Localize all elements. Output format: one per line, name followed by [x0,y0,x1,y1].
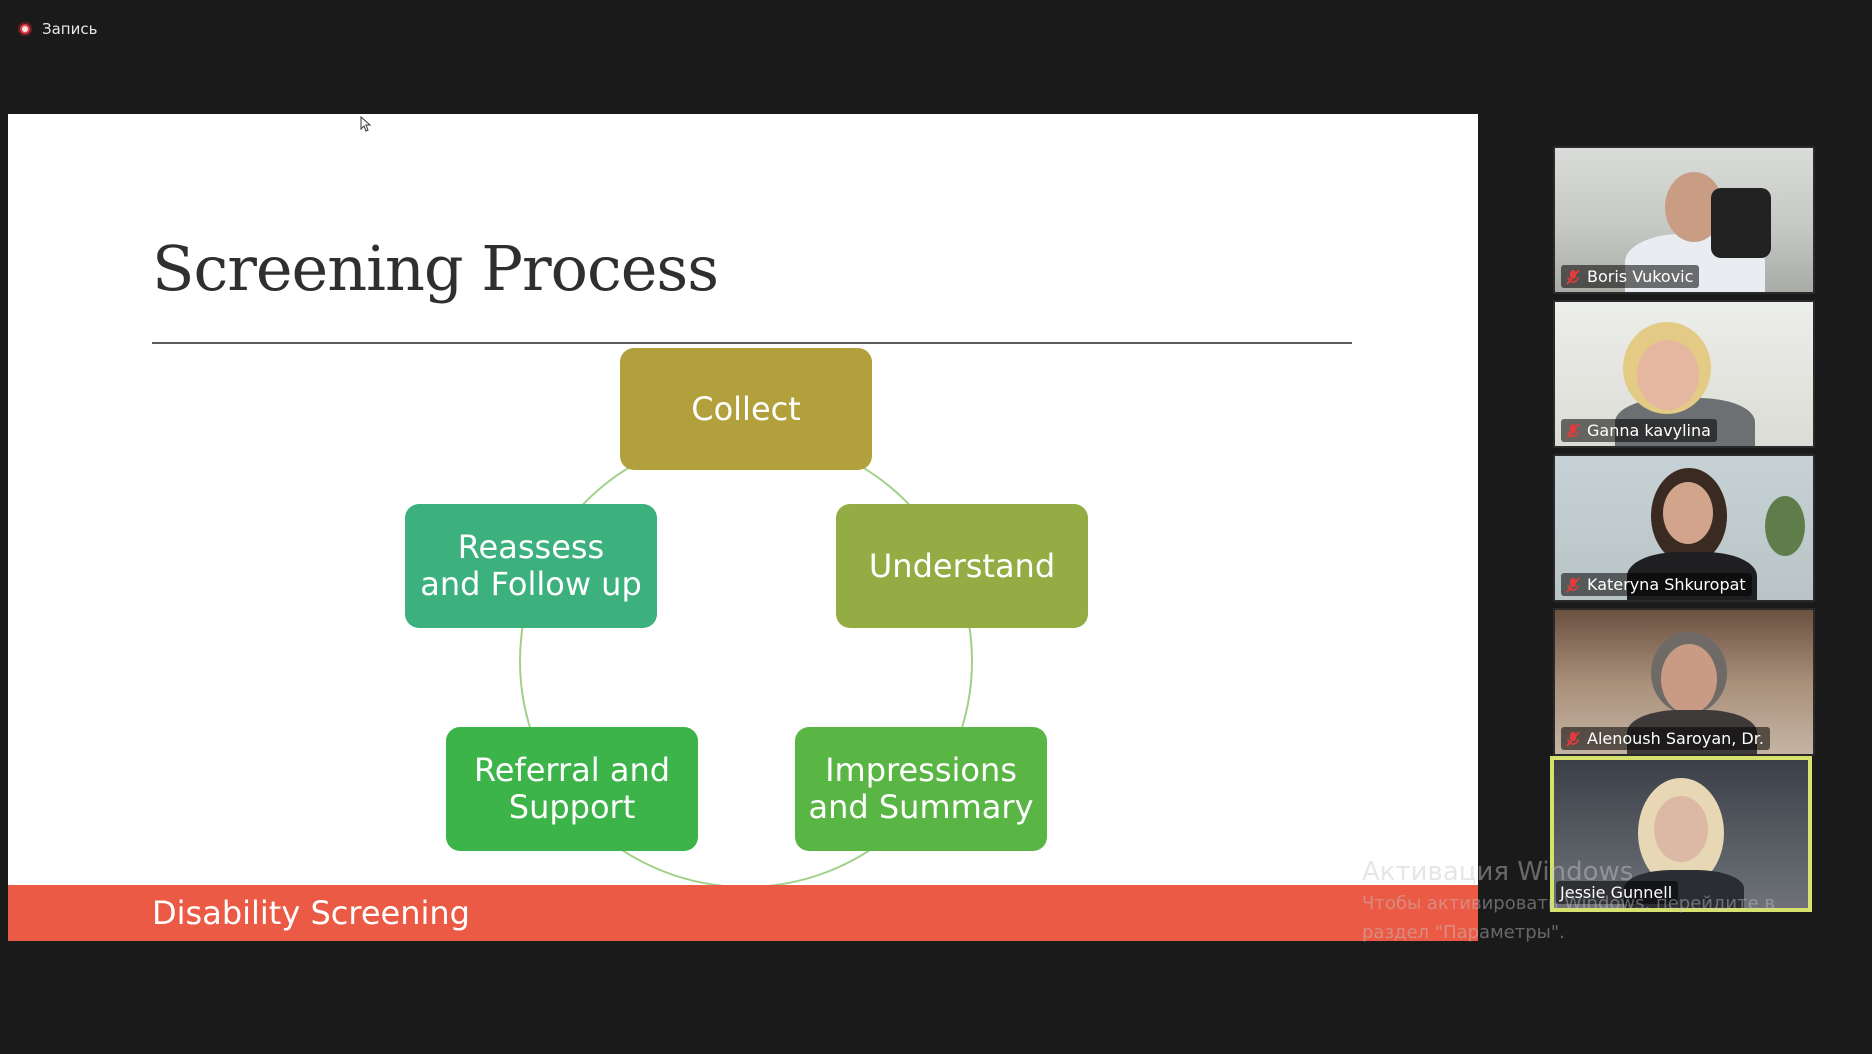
participant-name-tag: Boris Vukovic [1561,265,1700,288]
shared-slide: Screening Process Collect Understand Imp… [8,114,1478,941]
mic-muted-icon [1566,576,1580,593]
recording-label: Запись [42,20,98,38]
participant-name-tag: Alenoush Saroyan, Dr. [1561,727,1770,750]
slide-title: Screening Process [152,232,719,305]
cycle-step-reassess: Reassess and Follow up [405,504,657,628]
mic-muted-icon [1566,422,1580,439]
recording-indicator[interactable]: Запись [18,18,97,40]
mic-muted-icon [1566,268,1580,285]
mic-muted-icon [1566,730,1580,747]
slide-footer-text: Disability Screening [152,894,470,932]
participant-tile[interactable]: Kateryna Shkuropat [1553,454,1815,602]
participant-name: Boris Vukovic [1587,267,1694,286]
participant-name-tag: Ganna kavylina [1561,419,1717,442]
cycle-step-understand: Understand [836,504,1088,628]
participant-tile[interactable]: Ganna kavylina [1553,300,1815,448]
participant-name-tag: Jessie Gunnell [1556,881,1679,904]
participant-tile-active-speaker[interactable]: Jessie Gunnell [1550,756,1812,912]
record-icon [18,22,32,36]
cycle-step-impressions: Impressions and Summary [795,727,1047,851]
cycle-connector [519,434,973,888]
windows-activation-watermark: Активация Windows Чтобы активировать Win… [1362,857,1775,945]
participant-name-tag: Kateryna Shkuropat [1561,573,1752,596]
slide-footer-bar: Disability Screening [8,885,1478,941]
participant-tile[interactable]: Boris Vukovic [1553,146,1815,294]
participant-name: Alenoush Saroyan, Dr. [1587,729,1764,748]
participant-tile[interactable]: Alenoush Saroyan, Dr. [1553,608,1815,756]
cycle-step-referral: Referral and Support [446,727,698,851]
watermark-title: Активация Windows [1362,857,1634,887]
watermark-line-1: Чтобы активировать Windows, перейдите в [1362,893,1776,914]
title-divider [152,342,1352,344]
participant-name: Kateryna Shkuropat [1587,575,1746,594]
watermark-line-2: раздел "Параметры". [1362,922,1565,944]
mouse-cursor-icon [360,116,372,132]
cycle-step-collect: Collect [620,348,872,470]
participant-name: Ganna kavylina [1587,421,1711,440]
participant-name: Jessie Gunnell [1560,883,1673,902]
